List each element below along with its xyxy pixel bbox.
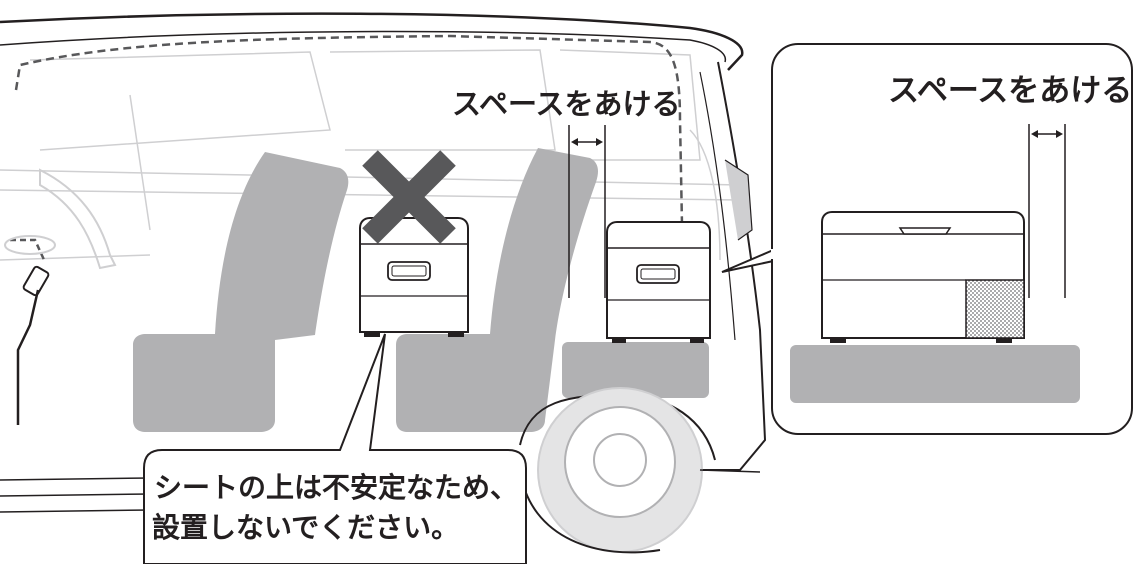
car-interior-lines: [0, 49, 741, 261]
rear-wheel: [519, 387, 716, 554]
power-plug: [16, 265, 50, 425]
cooler-in-cargo: [606, 221, 711, 343]
warning-line-1: シートの上は不安定なため、: [154, 471, 519, 504]
warning-callout: シートの上は不安定なため、 設置しないでください。: [150, 454, 520, 564]
prohibited-x-icon: [362, 150, 456, 244]
front-seat: [133, 152, 349, 432]
rear-seat: [396, 148, 598, 432]
power-cable-route: [14, 34, 684, 226]
zoom-cooler: [821, 211, 1025, 343]
spacing-guide-zoom: [1028, 124, 1066, 298]
warning-line-2: 設置しないでください。: [152, 510, 460, 544]
steering-wheel: [39, 168, 117, 270]
car-roof-inner: [0, 30, 727, 63]
car-body-bottom: [0, 469, 761, 513]
car-roof: [0, 12, 744, 71]
zoom-pointer: [721, 247, 779, 273]
spacing-guide-car: [568, 125, 606, 298]
zoom-cargo-floor: [790, 345, 1080, 403]
space-label-car: スペースをあける: [452, 87, 681, 121]
cooler-on-seat: [359, 217, 469, 337]
cargo-floor: [562, 342, 709, 398]
warning-callout-balloon: [143, 333, 527, 564]
space-label-zoom: スペースをあける: [888, 73, 1133, 109]
